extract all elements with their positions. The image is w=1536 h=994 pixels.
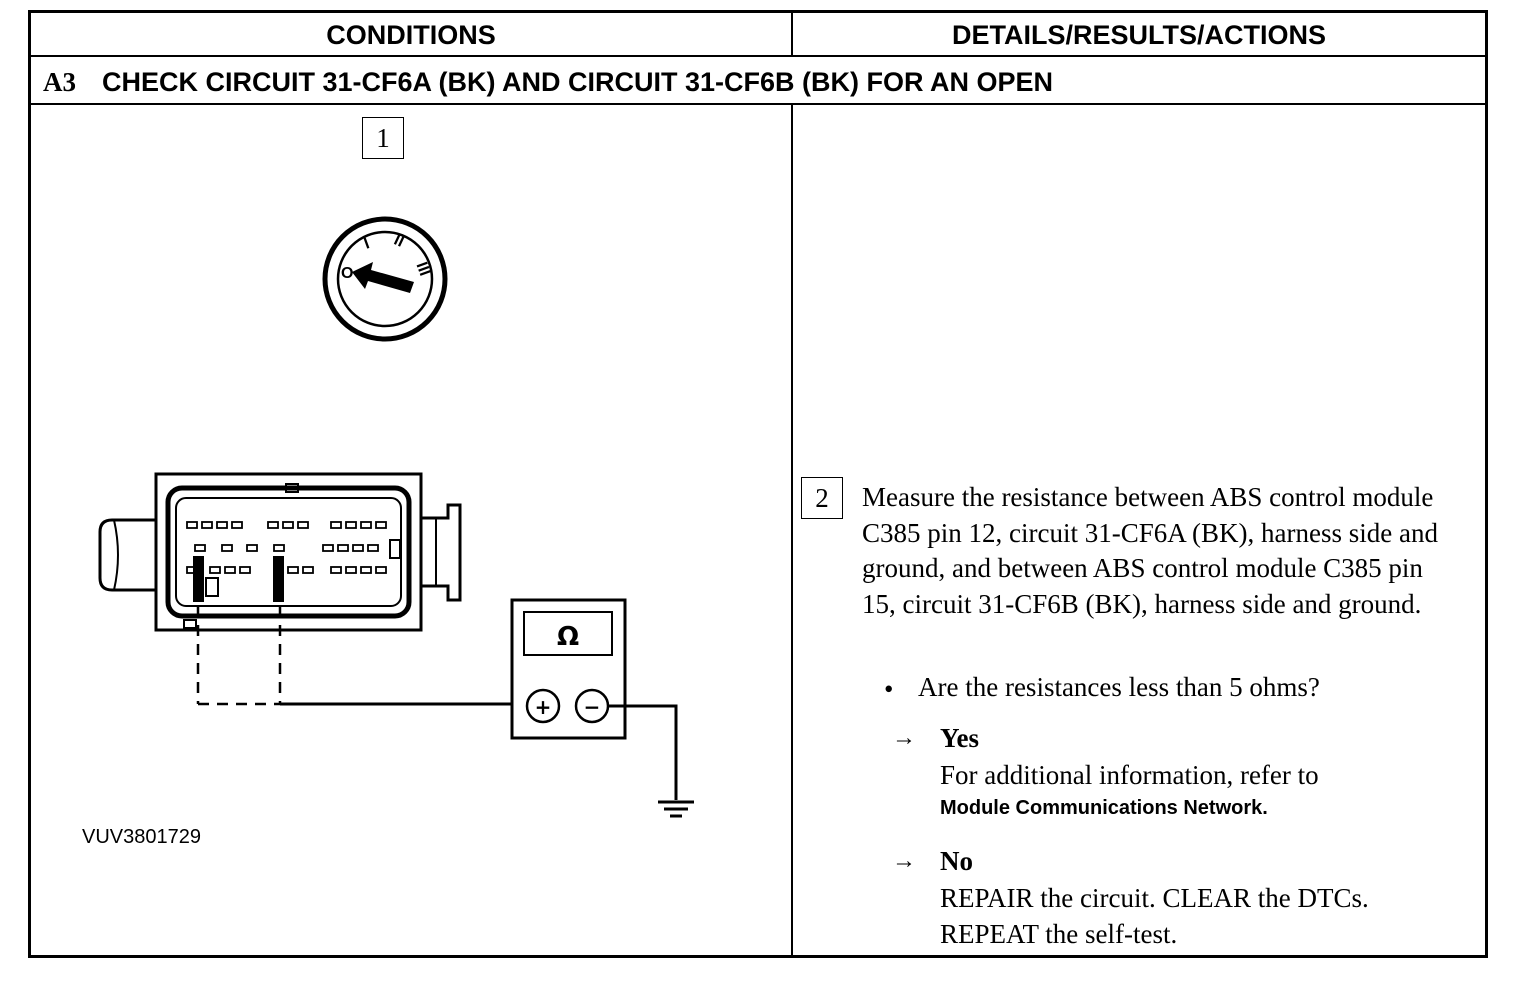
yes-arrow-icon: → <box>892 725 916 751</box>
meter-plus-terminal: + <box>535 695 552 719</box>
ignition-position-1: I <box>362 235 372 252</box>
meter-minus-terminal: − <box>584 695 601 719</box>
details-header: DETAILS/RESULTS/ACTIONS <box>951 20 1326 50</box>
bullet-icon: • <box>884 674 894 704</box>
ohm-symbol: Ω <box>557 622 579 652</box>
column-divider <box>791 13 793 57</box>
yes-text: For additional information, refer to <box>940 760 1319 790</box>
yes-label: Yes <box>940 723 979 753</box>
ignition-position-3: III <box>413 260 434 278</box>
meter-probe-icon <box>193 556 284 602</box>
module-communications-link[interactable]: Module Communications Network. <box>940 797 1268 819</box>
key-pointer-icon <box>352 262 414 293</box>
step-heading: A3 CHECK CIRCUIT 31-CF6A (BK) AND CIRCUI… <box>43 59 1053 105</box>
callout-2-box: 2 <box>801 477 843 519</box>
diagnostic-table: CONDITIONS DETAILS/RESULTS/ACTIONS A3 CH… <box>28 10 1488 958</box>
ground-icon <box>608 704 694 818</box>
question-text: Are the resistances less than 5 ohms? <box>918 672 1320 702</box>
step-title: CHECK CIRCUIT 31-CF6A (BK) AND CIRCUIT 3… <box>102 67 1054 97</box>
step-divider <box>31 103 1485 105</box>
ignition-position-0: O <box>341 265 353 282</box>
dashed-lead-icon <box>196 606 282 706</box>
figure-label: VUV3801729 <box>82 826 201 848</box>
header-divider <box>31 55 1485 57</box>
connector-c385-icon <box>98 472 462 632</box>
no-label: No <box>940 846 973 876</box>
no-arrow-icon: → <box>892 848 916 874</box>
no-text: REPAIR the circuit. CLEAR the DTCs. REPE… <box>940 883 1369 949</box>
instruction-text: Measure the resistance between ABS contr… <box>862 482 1438 619</box>
ignition-switch-icon: O I II III <box>322 216 448 342</box>
callout-1-box: 1 <box>362 117 404 159</box>
ohmmeter-icon: Ω + − <box>510 598 627 740</box>
step-number: A3 <box>43 67 76 97</box>
conditions-header: CONDITIONS <box>326 20 496 50</box>
column-divider <box>791 103 793 955</box>
